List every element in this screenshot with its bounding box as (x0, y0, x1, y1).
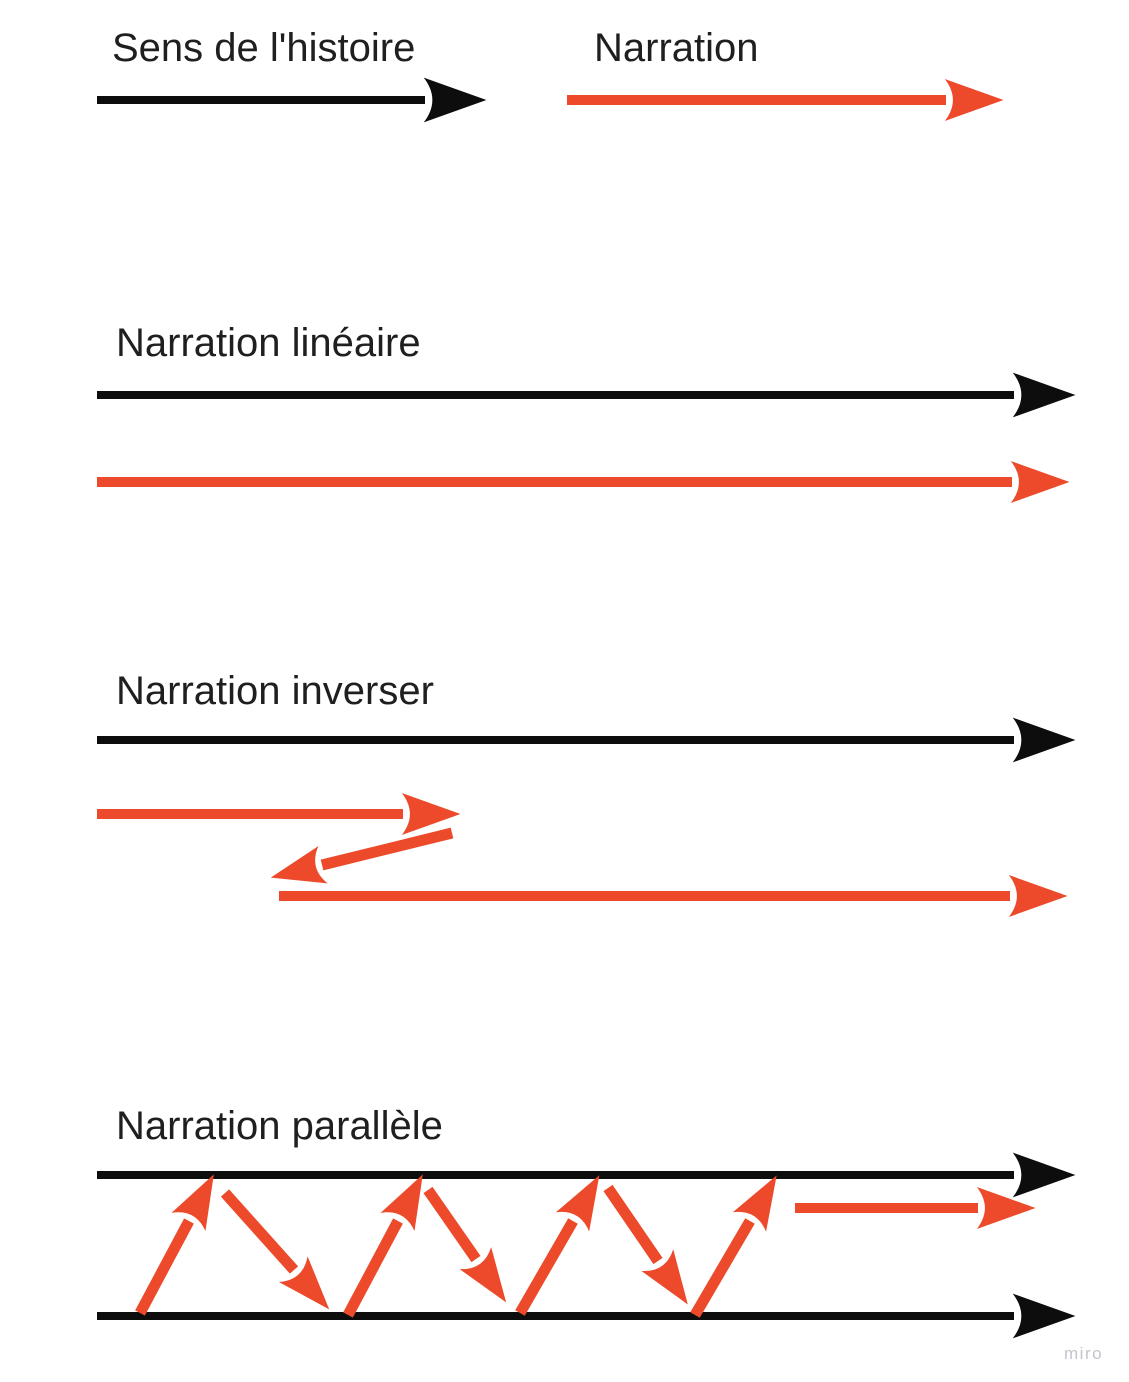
section-title-inverse: Narration inverser (116, 669, 434, 713)
inverse-narration-arrow-flashback (270, 827, 454, 884)
section-title-parallel: Narration parallèle (116, 1104, 443, 1148)
parallel-zigzag-arrow-up-1 (135, 1174, 214, 1316)
miro-watermark: miro (1064, 1344, 1104, 1363)
parallel-zigzag-arrow-up-2 (343, 1174, 423, 1318)
parallel-zigzag-arrow-down-3 (603, 1184, 688, 1305)
parallel-zigzag-arrow-down-1 (220, 1189, 330, 1310)
parallel-zigzag-arrow-down-2 (423, 1186, 507, 1303)
section-title-linear: Narration linéaire (116, 321, 421, 365)
legend-story-label: Sens de l'histoire (112, 26, 416, 70)
parallel-zigzag-arrow-up-3 (515, 1175, 600, 1316)
parallel-zigzag-arrow-up-4 (690, 1175, 777, 1318)
legend-narration-label: Narration (594, 26, 759, 70)
